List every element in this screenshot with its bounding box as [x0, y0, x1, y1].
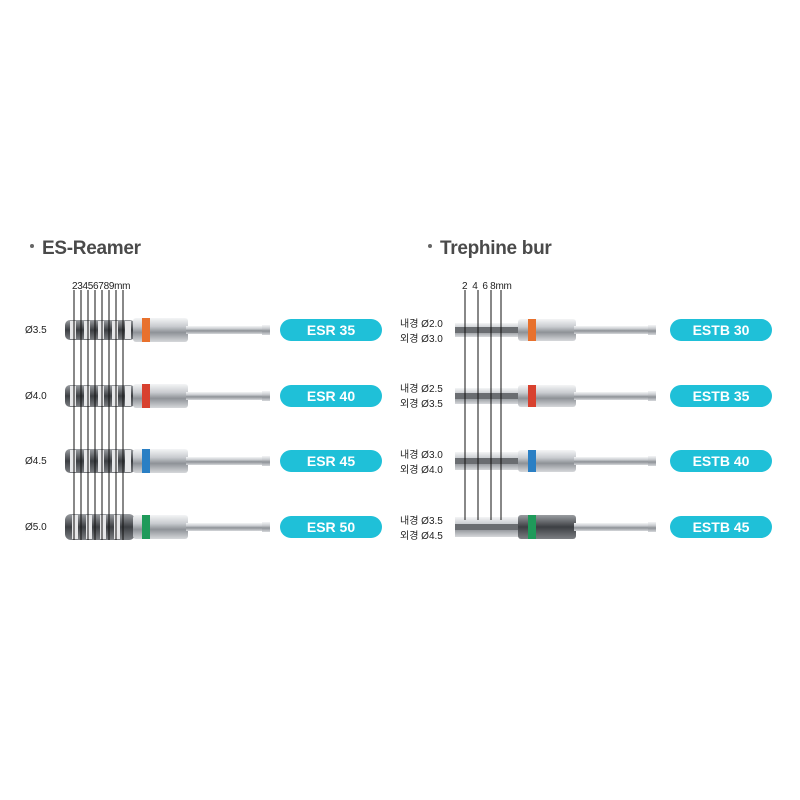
outer-diameter: 외경 Ø4.5 [400, 531, 443, 542]
product-code-badge: ESR 40 [280, 385, 382, 407]
reamer-section-title: ES-Reamer [30, 238, 141, 260]
reamer-diameter-label: Ø5.0 [25, 522, 47, 533]
inner-diameter: 내경 Ø3.5 [400, 516, 443, 527]
reamer-diameter-label: Ø4.0 [25, 391, 47, 402]
reamer-scale-lines [73, 290, 124, 540]
outer-diameter: 외경 Ø3.5 [400, 399, 443, 410]
trephine-title-text: Trephine bur [440, 238, 552, 259]
bullet-dot [428, 243, 432, 248]
color-ring [528, 515, 536, 539]
product-code-badge: ESTB 45 [670, 516, 772, 538]
trephine-2 [455, 385, 656, 407]
trephine-diameter-label: 내경 Ø2.0 외경 Ø3.0 [400, 317, 443, 347]
reamer-diameter-label: Ø3.5 [25, 325, 47, 336]
color-ring [528, 450, 536, 472]
product-code-badge: ESTB 30 [670, 319, 772, 341]
product-code-badge: ESTB 35 [670, 385, 772, 407]
trephine-4 [455, 515, 656, 539]
trephine-scale-lines [464, 290, 502, 520]
outer-diameter: 외경 Ø3.0 [400, 334, 443, 345]
reamer-scale-label: 23456789mm [72, 281, 131, 292]
product-code-badge: ESR 45 [280, 450, 382, 472]
inner-diameter: 내경 Ø3.0 [400, 450, 443, 461]
color-ring [142, 515, 150, 539]
outer-diameter: 외경 Ø4.0 [400, 465, 443, 476]
trephine-diameter-label: 내경 Ø3.0 외경 Ø4.0 [400, 448, 443, 478]
trephine-diameter-label: 내경 Ø3.5 외경 Ø4.5 [400, 514, 443, 544]
reamer-4 [65, 514, 270, 540]
reamer-diameter-label: Ø4.5 [25, 456, 47, 467]
bullet-dot [30, 243, 34, 248]
reamer-title-text: ES-Reamer [42, 238, 141, 259]
trephine-1 [455, 319, 656, 341]
reamer-1 [65, 318, 270, 342]
color-ring [528, 319, 536, 341]
product-code-badge: ESTB 40 [670, 450, 772, 472]
reamer-3 [65, 449, 270, 473]
product-code-badge: ESR 50 [280, 516, 382, 538]
color-ring [528, 385, 536, 407]
product-code-badge: ESR 35 [280, 319, 382, 341]
reamer-2 [65, 384, 270, 408]
trephine-section-title: Trephine bur [428, 238, 552, 260]
trephine-scale-label: 2 4 6 8mm [462, 281, 512, 292]
trephine-diameter-label: 내경 Ø2.5 외경 Ø3.5 [400, 382, 443, 412]
color-ring [142, 318, 150, 342]
inner-diameter: 내경 Ø2.5 [400, 384, 443, 395]
trephine-3 [455, 450, 656, 472]
inner-diameter: 내경 Ø2.0 [400, 319, 443, 330]
color-ring [142, 384, 150, 408]
color-ring [142, 449, 150, 473]
